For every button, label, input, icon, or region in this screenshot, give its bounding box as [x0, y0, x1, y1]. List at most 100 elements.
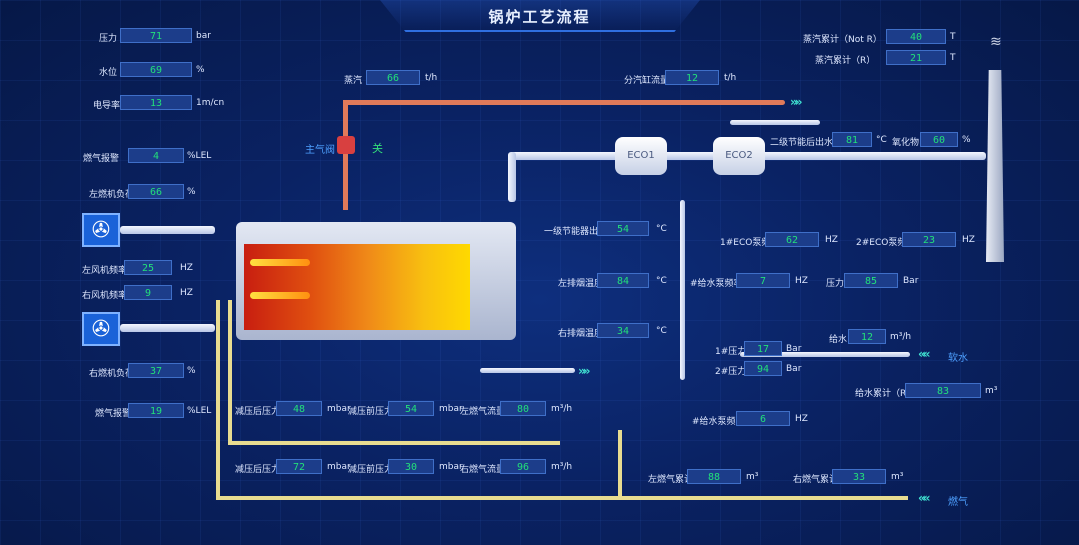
readout-unit: Bar: [786, 364, 802, 374]
readout-label: 蒸汽累计（Not R）: [803, 35, 882, 45]
title-bar: [380, 0, 700, 32]
soft-water-pipe: [740, 352, 910, 357]
readout-unit: bar: [196, 31, 211, 41]
readout-unit: mbar: [439, 404, 463, 414]
readout-value: 80: [500, 401, 546, 416]
feed-pipe-lower: [480, 368, 575, 373]
readout-value: 7: [736, 273, 790, 288]
readout-value: 84: [597, 273, 649, 288]
readout-unit: mbar: [439, 462, 463, 472]
readout-value: 9: [124, 285, 172, 300]
readout-unit: HZ: [795, 414, 808, 424]
readout-value: 25: [124, 260, 172, 275]
readout-value: 33: [832, 469, 886, 484]
readout-unit: t/h: [425, 73, 438, 83]
chimney: [986, 70, 1004, 262]
gas-pipe-riser-1: [228, 300, 232, 445]
readout-value: 54: [597, 221, 649, 236]
readout-unit: t/h: [724, 73, 737, 83]
page-title: 锅炉工艺流程: [488, 8, 591, 26]
readout-value: 23: [902, 232, 956, 247]
readout-unit: Bar: [903, 276, 919, 286]
readout-label: 2#压力: [715, 367, 747, 377]
readout-value: 96: [500, 459, 546, 474]
readout-value: 12: [665, 70, 719, 85]
readout-unit: HZ: [795, 276, 808, 286]
readout-value: 37: [128, 363, 184, 378]
steam-out-arrow-icon: »»: [790, 95, 802, 109]
readout-unit: m³/h: [551, 404, 573, 414]
readout-unit: %LEL: [187, 406, 212, 416]
readout-label: 左排烟温度: [558, 279, 604, 289]
readout-value: 62: [765, 232, 819, 247]
readout-value: 48: [276, 401, 322, 416]
readout-unit: °C: [656, 276, 667, 286]
readout-value: 66: [128, 184, 184, 199]
readout-label: 氧化物: [892, 138, 920, 148]
readout-unit: HZ: [180, 288, 193, 298]
readout-label: 二级节能后出水: [770, 138, 834, 148]
readout-value: 12: [848, 329, 886, 344]
readout-value: 30: [388, 459, 434, 474]
readout-value: 17: [744, 341, 782, 356]
left-fan-icon[interactable]: ✇: [82, 213, 120, 247]
readout-label: 一级节能器出出: [544, 227, 608, 237]
gas-pipe-1: [230, 441, 560, 445]
readout-unit: m³: [746, 472, 759, 482]
main-valve-label: 主气阀: [305, 145, 335, 156]
readout-unit: HZ: [180, 263, 193, 273]
soft-water-arrow-icon: ««: [918, 347, 930, 361]
readout-label: 燃气报警: [83, 154, 120, 164]
readout-unit: HZ: [825, 235, 838, 245]
readout-value: 66: [366, 70, 420, 85]
readout-value: 21: [886, 50, 946, 65]
readout-unit: °C: [876, 135, 887, 145]
left-air-duct: [120, 226, 215, 234]
readout-unit: m³: [985, 386, 998, 396]
readout-unit: 1m/cn: [196, 98, 225, 108]
readout-value: 71: [120, 28, 192, 43]
readout-unit: %LEL: [187, 151, 212, 161]
steam-pipe-horizontal: [345, 100, 785, 105]
steam-pipe-vertical: [343, 100, 348, 210]
readout-value: 19: [128, 403, 184, 418]
readout-label: #给水泵频率: [690, 279, 743, 289]
gas-pipe-riser-2: [216, 300, 220, 500]
readout-value: 69: [120, 62, 192, 77]
readout-label: 给水: [829, 335, 848, 345]
readout-value: 81: [832, 132, 872, 147]
fuel-gas-label: 燃气: [948, 497, 968, 508]
gas-pipe-2: [218, 496, 908, 500]
readout-value: 83: [905, 383, 981, 398]
readout-unit: T: [950, 32, 956, 42]
readout-label: 分汽缸流量: [624, 76, 670, 86]
readout-label: 右燃气流量: [460, 465, 506, 475]
flue-riser: [508, 152, 516, 202]
readout-label: 蒸汽累计（R）: [815, 56, 876, 66]
valve-state[interactable]: 关: [372, 142, 383, 155]
readout-label: 水位: [99, 68, 118, 78]
readout-label: 压力: [826, 279, 845, 289]
readout-unit: °C: [656, 326, 667, 336]
smoke-icon: ≋: [990, 34, 1002, 50]
eco2-unit[interactable]: ECO2: [713, 137, 765, 175]
right-fan-icon[interactable]: ✇: [82, 312, 120, 346]
readout-label: 左燃机负荷: [89, 190, 135, 200]
steam-valve-icon[interactable]: [337, 136, 355, 154]
readout-value: 54: [388, 401, 434, 416]
burner-flame-bottom-icon: [250, 292, 310, 299]
readout-unit: m³: [891, 472, 904, 482]
readout-value: 85: [844, 273, 898, 288]
readout-value: 94: [744, 361, 782, 376]
right-air-duct: [120, 324, 215, 332]
readout-label: 给水累计（R）: [855, 389, 916, 399]
readout-unit: HZ: [962, 235, 975, 245]
readout-label: 右燃机负荷: [89, 369, 135, 379]
readout-unit: %: [187, 366, 196, 376]
eco1-unit[interactable]: ECO1: [615, 137, 667, 175]
readout-label: 2#ECO泵频率: [856, 238, 916, 248]
soft-water-label: 软水: [948, 353, 968, 364]
readout-unit: %: [962, 135, 971, 145]
